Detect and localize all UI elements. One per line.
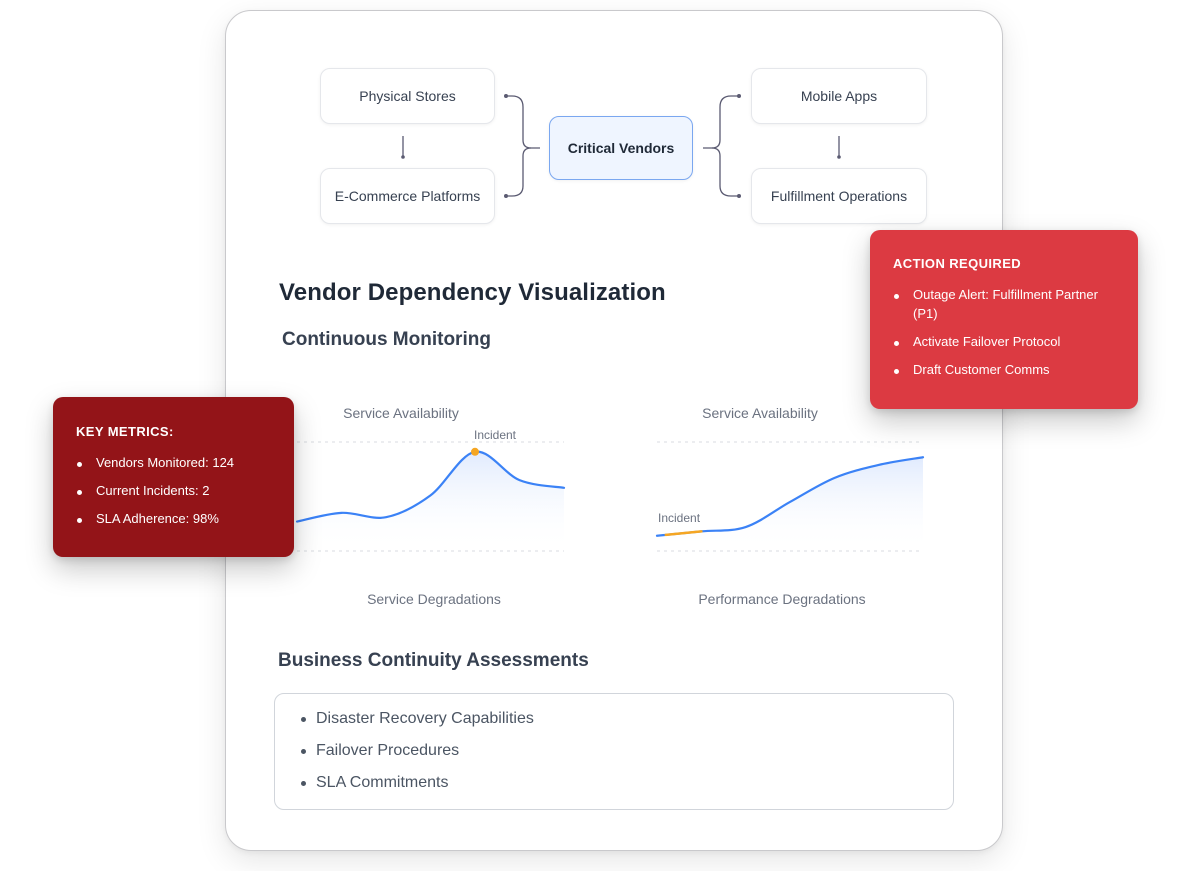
node-label: E-Commerce Platforms [334, 188, 481, 204]
action-item: Draft Customer Comms [893, 360, 1118, 379]
node-mobile-apps[interactable]: Mobile Apps [751, 68, 927, 124]
key-metrics-panel: KEY METRICS: Vendors Monitored: 124 Curr… [53, 397, 294, 557]
assessments-title: Business Continuity Assessments [278, 650, 589, 671]
node-label: Critical Vendors [567, 140, 675, 156]
metric-item: Current Incidents: 2 [76, 481, 274, 500]
action-item: Outage Alert: Fulfillment Partner (P1) [893, 285, 1118, 323]
node-label: Physical Stores [359, 88, 456, 104]
key-metrics-title: KEY METRICS: [76, 424, 174, 439]
node-critical-vendors[interactable]: Critical Vendors [549, 116, 693, 180]
page-title: Vendor Dependency Visualization [279, 279, 666, 306]
chart1-title: Service Availability [343, 405, 459, 421]
assessments-list-box: Disaster Recovery Capabilities Failover … [274, 693, 954, 810]
node-label: Mobile Apps [800, 88, 878, 104]
assessment-item: Failover Procedures [301, 740, 953, 772]
node-ecommerce-platforms[interactable]: E-Commerce Platforms [320, 168, 495, 224]
action-required-title: ACTION REQUIRED [893, 256, 1022, 271]
node-label: Fulfillment Operations [770, 188, 908, 204]
metric-item: SLA Adherence: 98% [76, 509, 274, 528]
node-physical-stores[interactable]: Physical Stores [320, 68, 495, 124]
metric-item: Vendors Monitored: 124 [76, 453, 274, 472]
chart1-xlabel: Service Degradations [367, 591, 501, 607]
assessment-item: Disaster Recovery Capabilities [301, 708, 953, 740]
section-subtitle: Continuous Monitoring [282, 329, 491, 350]
chart2-title: Service Availability [702, 405, 818, 421]
node-fulfillment-operations[interactable]: Fulfillment Operations [751, 168, 927, 224]
action-required-panel: ACTION REQUIRED Outage Alert: Fulfillmen… [870, 230, 1138, 409]
chart2-xlabel: Performance Degradations [698, 591, 866, 607]
assessment-item: SLA Commitments [301, 772, 953, 804]
action-item: Activate Failover Protocol [893, 332, 1118, 351]
